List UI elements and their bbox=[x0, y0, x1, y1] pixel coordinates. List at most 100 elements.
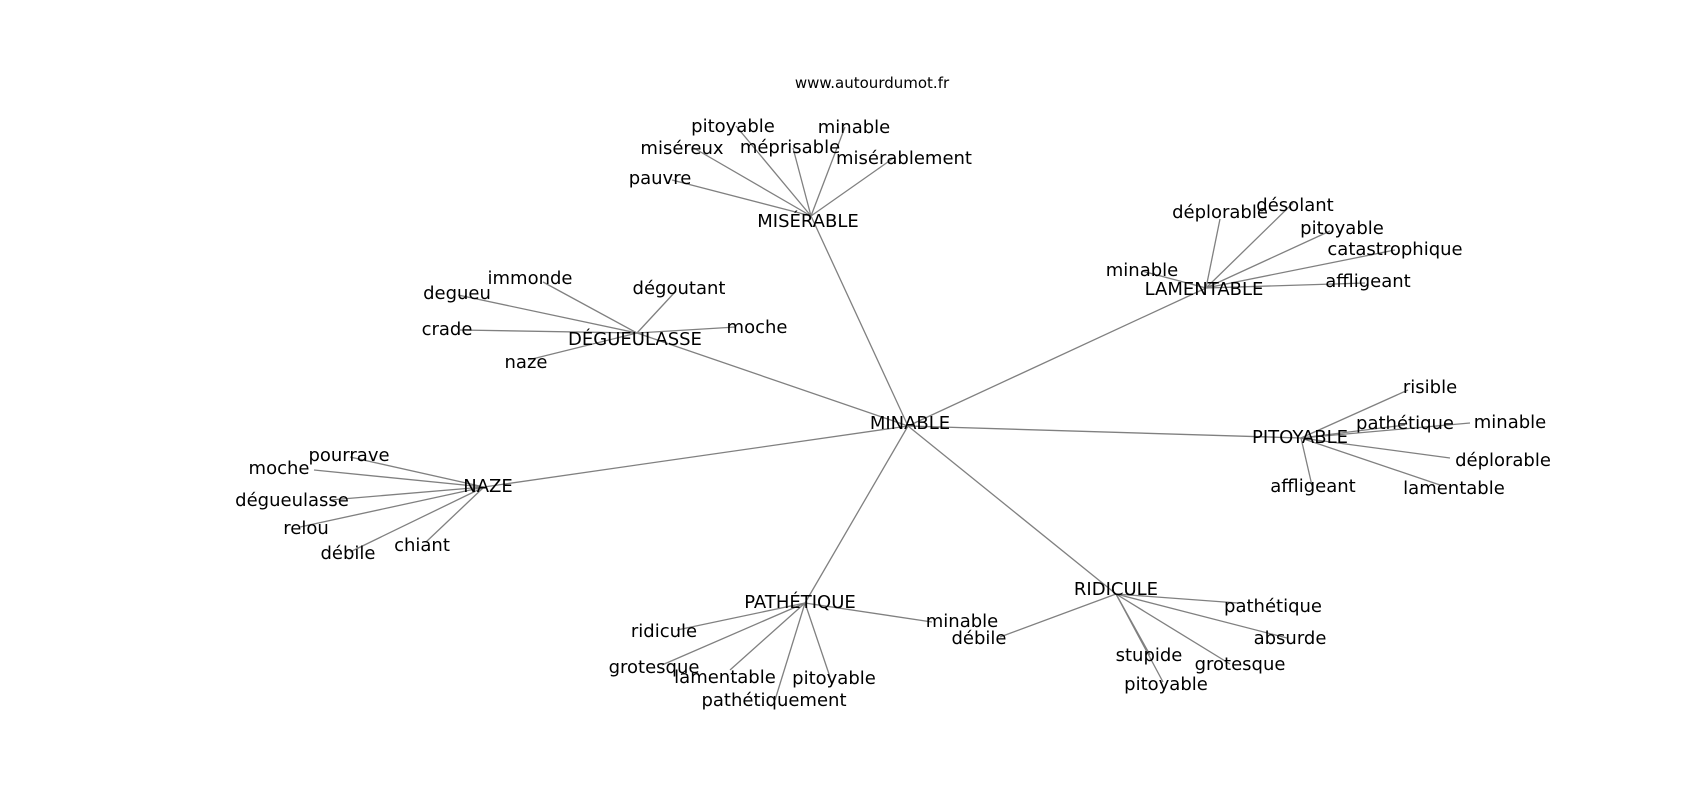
edge-hub-to-leaf bbox=[1115, 593, 1231, 665]
leaf-node-label: chiant bbox=[394, 535, 450, 556]
leaf-node-label: déplorable bbox=[1455, 450, 1551, 471]
edge-hub-to-leaf bbox=[636, 326, 737, 334]
graph-edges bbox=[299, 125, 1471, 701]
leaf-node-label: pitoyable bbox=[1124, 674, 1208, 695]
edge-center-to-hub bbox=[636, 332, 909, 427]
edge-hub-to-leaf bbox=[1141, 270, 1207, 289]
leaf-node-label: pitoyable bbox=[1300, 218, 1384, 239]
leaf-node-label: pathétiquement bbox=[701, 690, 846, 711]
leaf-node-label: affligeant bbox=[1270, 476, 1355, 497]
leaf-node-label: relou bbox=[283, 518, 329, 539]
leaf-node-label: lamentable bbox=[674, 667, 776, 688]
edge-hub-to-leaf bbox=[459, 329, 638, 334]
leaf-node-label: moche bbox=[249, 458, 310, 479]
edge-hub-to-leaf bbox=[999, 593, 1117, 638]
edge-hub-to-leaf bbox=[810, 156, 896, 217]
leaf-node-label: stupide bbox=[1116, 645, 1183, 666]
leaf-node-label: absurde bbox=[1254, 628, 1327, 649]
edge-hub-to-leaf bbox=[1300, 437, 1441, 486]
leaf-node-label: lamentable bbox=[1403, 478, 1505, 499]
edge-hub-to-leaf bbox=[676, 602, 806, 631]
edge-hub-to-leaf bbox=[792, 147, 812, 217]
leaf-node-label: minable bbox=[818, 117, 890, 138]
center-node-label: MINABLE bbox=[870, 413, 950, 434]
leaf-node-label: pathétique bbox=[1356, 413, 1454, 434]
edge-hub-to-leaf bbox=[774, 602, 806, 701]
edge-hub-to-leaf bbox=[329, 486, 485, 501]
edge-center-to-hub bbox=[907, 425, 1117, 595]
edge-hub-to-leaf bbox=[1205, 282, 1366, 289]
hub-node-label: PATHÉTIQUE bbox=[744, 591, 856, 613]
leaf-node-label: affligeant bbox=[1325, 271, 1410, 292]
edge-hub-to-leaf bbox=[1115, 593, 1164, 683]
leaf-node-label: risible bbox=[1403, 377, 1457, 398]
leaf-node-label: débile bbox=[320, 543, 375, 564]
leaf-node-label: désolant bbox=[1256, 195, 1333, 216]
leaf-node-label: immonde bbox=[488, 268, 573, 289]
leaf-node-label: misérablement bbox=[836, 148, 972, 169]
leaf-node-label: grotesque bbox=[1195, 654, 1286, 675]
leaf-node-label: minable bbox=[1474, 412, 1546, 433]
leaf-node-label: pathétique bbox=[1224, 596, 1322, 617]
leaf-node-label: ridicule bbox=[631, 621, 697, 642]
edge-hub-to-leaf bbox=[1115, 593, 1239, 604]
edge-hub-to-leaf bbox=[457, 294, 638, 334]
leaf-node-label: pauvre bbox=[629, 168, 692, 189]
leaf-node-label: naze bbox=[505, 352, 548, 373]
edge-center-to-hub bbox=[804, 425, 909, 604]
edge-hub-to-leaf bbox=[313, 469, 485, 488]
hub-node-label: DÉGUEULASSE bbox=[568, 328, 702, 350]
edge-hub-to-leaf bbox=[1300, 422, 1471, 439]
leaf-node-label: degueu bbox=[423, 283, 491, 304]
edge-hub-to-leaf bbox=[299, 486, 485, 528]
edge-hub-to-leaf bbox=[810, 126, 846, 217]
leaf-node-label: grotesque bbox=[609, 657, 700, 678]
hub-node-label: RIDICULE bbox=[1074, 579, 1158, 600]
edge-hub-to-leaf bbox=[1300, 437, 1314, 491]
leaf-node-label: crade bbox=[422, 319, 473, 340]
leaf-node-label: minable bbox=[926, 611, 998, 632]
edge-hub-to-leaf bbox=[1300, 437, 1451, 459]
edge-hub-to-leaf bbox=[1205, 230, 1331, 289]
leaf-node-label: pitoyable bbox=[792, 668, 876, 689]
edge-center-to-hub bbox=[483, 425, 909, 488]
leaf-node-label: déplorable bbox=[1172, 202, 1268, 223]
edge-hub-to-leaf bbox=[636, 291, 676, 334]
edge-hub-to-leaf bbox=[425, 486, 485, 543]
edge-hub-to-leaf bbox=[1205, 249, 1396, 289]
edge-hub-to-leaf bbox=[729, 602, 806, 671]
edge-hub-to-leaf bbox=[1205, 218, 1221, 289]
leaf-node-label: dégoutant bbox=[633, 278, 726, 299]
edge-hub-to-leaf bbox=[661, 602, 806, 666]
hub-node-label: PITOYABLE bbox=[1252, 427, 1348, 448]
leaf-node-label: pourrave bbox=[308, 445, 389, 466]
edge-hub-to-leaf bbox=[527, 332, 638, 361]
edge-hub-to-leaf bbox=[804, 602, 933, 623]
source-label: www.autourdumot.fr bbox=[795, 74, 950, 92]
edge-center-to-hub bbox=[907, 425, 1302, 439]
leaf-node-label: miséreux bbox=[640, 138, 723, 159]
leaf-node-label: dégueulasse bbox=[235, 490, 349, 511]
edge-hub-to-leaf bbox=[349, 486, 485, 553]
hub-node-label: LAMENTABLE bbox=[1145, 279, 1264, 300]
edge-hub-to-leaf bbox=[1115, 593, 1288, 639]
edge-hub-to-leaf bbox=[804, 602, 831, 678]
edge-center-to-hub bbox=[810, 215, 909, 427]
edge-hub-to-leaf bbox=[1205, 202, 1294, 289]
edge-hub-to-leaf bbox=[735, 125, 812, 217]
leaf-node-label: pitoyable bbox=[691, 116, 775, 137]
leaf-node-label: débile bbox=[951, 628, 1006, 649]
edge-hub-to-leaf bbox=[691, 146, 812, 217]
edge-hub-to-leaf bbox=[542, 281, 638, 334]
edge-hub-to-leaf bbox=[349, 456, 485, 488]
edge-hub-to-leaf bbox=[1300, 389, 1409, 439]
leaf-node-label: catastrophique bbox=[1327, 239, 1462, 260]
edge-center-to-hub bbox=[907, 287, 1207, 427]
graph-labels: MINABLE MISÉRABLE pitoyable minable miséreux… bbox=[235, 116, 1551, 711]
leaf-node-label: méprisable bbox=[740, 137, 840, 158]
hub-node-label: MISÉRABLE bbox=[757, 210, 858, 232]
leaf-node-label: minable bbox=[1106, 260, 1178, 281]
edge-hub-to-leaf bbox=[671, 179, 812, 217]
hub-node-label: NAZE bbox=[463, 476, 512, 497]
